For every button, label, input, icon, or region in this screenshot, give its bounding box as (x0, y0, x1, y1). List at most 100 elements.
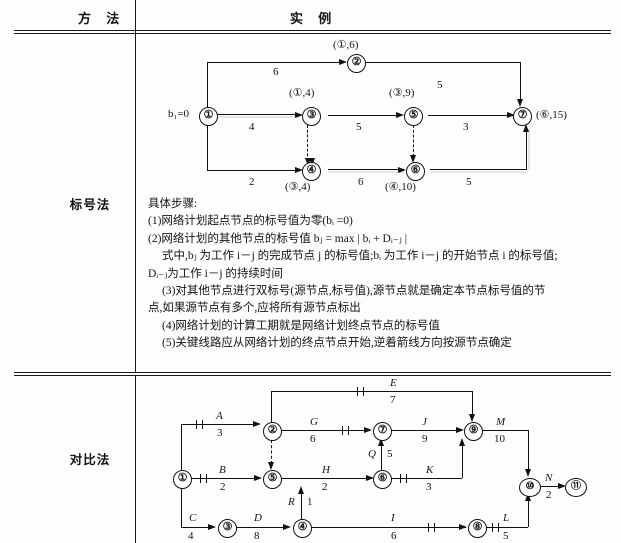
activity-L-arrowhead (524, 493, 531, 501)
arc-1-2-horizontal (207, 62, 343, 63)
dummy-arc-2-5-arrowhead (267, 462, 274, 470)
bottom-node-11[interactable]: ⑪ (565, 478, 587, 497)
activity-R-arrowhead (297, 486, 304, 494)
activity-K-arrowhead (458, 438, 465, 446)
step-2-note-b: Dᵢ₋ⱼ为工作 i－j 的持续时间 (148, 267, 283, 280)
header-col-method: 方 法 (78, 11, 126, 26)
activity-H-duration: 2 (322, 481, 328, 493)
activity-L-duration: 5 (503, 530, 509, 542)
arc-2-7-duration: 5 (437, 79, 443, 91)
top-node-6[interactable]: ⑥ (406, 162, 425, 181)
activity-E-name: E (390, 377, 397, 389)
activity-Q-arrowhead (377, 438, 384, 446)
activity-J-line (390, 430, 462, 431)
arc-6-7-vertical (526, 128, 527, 170)
arc-2-7-vertical (520, 62, 521, 102)
arc-1-3-duration: 4 (249, 121, 255, 133)
steps-block: 具体步骤: (1)网络计划起点节点的标号值为零(bᵢ =0) (2)网络计划的其… (148, 196, 558, 353)
activity-R-duration: 1 (307, 496, 313, 508)
activity-A-arrowhead (253, 420, 261, 427)
arc-3-5-duration: 5 (356, 121, 362, 133)
activity-E-line (271, 391, 472, 392)
activity-C-duration: 4 (188, 530, 194, 542)
activity-I-duration: 6 (391, 530, 397, 542)
step-2-note-a: 式中,bⱼ 为工作 i－j 的完成节点 j 的标号值;bᵢ 为工作 i－j 的开… (162, 250, 558, 263)
top-node-2[interactable]: ② (347, 54, 366, 73)
step-3: (3)对其他节点进行双标号(源节点,标号值),源节点就是确定本节点标号值的节 (162, 285, 546, 298)
activity-G-line (280, 430, 370, 431)
activity-B-tick (200, 473, 207, 483)
activity-D-duration: 8 (254, 530, 260, 542)
arc-1-2-vertical (207, 62, 208, 108)
node-mark-2: (①,6) (333, 39, 359, 51)
activity-N-duration: 2 (546, 489, 552, 501)
row-divider (14, 372, 611, 373)
activity-L-tick (492, 522, 499, 532)
top-node-5[interactable]: ⑤ (404, 107, 423, 126)
arc-1-4-horizontal (207, 170, 299, 171)
bottom-node-7[interactable]: ⑦ (373, 422, 392, 441)
activity-E-tick (357, 386, 364, 396)
arc-3-5-line (328, 115, 402, 116)
activity-G-duration: 6 (310, 433, 316, 445)
bottom-node-5[interactable]: ⑤ (263, 470, 282, 489)
step-3-cont: 点,如果源节点有多个,应将所有源节点标出 (148, 302, 361, 315)
bottom-node-6[interactable]: ⑥ (373, 470, 392, 489)
step-2: (2)网络计划的其他节点的标号值 bⱼ = max | bᵢ + Dᵢ₋ⱼ | (148, 232, 407, 245)
dummy-arc-3-4 (307, 125, 308, 161)
header-divider (14, 30, 611, 31)
node-mark-3: (①,4) (289, 87, 315, 99)
activity-A-vertical (181, 424, 182, 472)
activity-Q-name: Q (368, 448, 376, 460)
activity-I-name: I (391, 512, 395, 524)
activity-G-arrowhead (364, 426, 372, 433)
top-node-1[interactable]: ① (199, 107, 218, 126)
activity-H-line (280, 478, 372, 479)
activity-N-line (538, 486, 564, 487)
arc-1-2-arrowhead (339, 58, 347, 65)
activity-J-name: J (422, 416, 427, 428)
activity-C-line (181, 527, 213, 528)
top-node-7[interactable]: ⑦ (513, 107, 532, 126)
activity-E-vertical-start (271, 391, 272, 423)
activity-E-duration: 7 (390, 394, 396, 406)
arc-6-7-arrowhead (523, 124, 529, 132)
activity-M-arrowhead (524, 469, 531, 477)
bottom-node-1[interactable]: ① (173, 470, 192, 489)
activity-B-duration: 2 (220, 481, 226, 493)
activity-A-duration: 3 (217, 427, 223, 439)
bottom-node-8[interactable]: ⑧ (468, 519, 487, 538)
arc-6-7-duration: 5 (466, 176, 472, 188)
activity-E-arrowhead (468, 414, 475, 422)
activity-C-vertical (181, 484, 182, 527)
arc-5-7-arrowhead (507, 111, 515, 118)
activity-B-line (190, 478, 260, 479)
arc-1-4-vertical (207, 122, 208, 170)
bottom-node-3[interactable]: ③ (218, 519, 237, 538)
activity-A-tick (196, 419, 203, 429)
top-node-3[interactable]: ③ (302, 107, 321, 126)
bottom-node-2[interactable]: ② (263, 422, 282, 441)
dummy-arc-5-6 (413, 125, 414, 157)
arc-2-7-arrowhead (516, 99, 523, 107)
row-label-comparison-method: 对比法 (69, 453, 111, 467)
header-col-example: 实 例 (290, 11, 338, 26)
top-node-4[interactable]: ④ (302, 162, 321, 181)
activity-M-name: M (496, 416, 506, 428)
activity-M-duration: 10 (494, 433, 505, 445)
activity-D-line (235, 527, 287, 528)
activity-A-line (181, 424, 259, 425)
activity-Q-line (381, 442, 382, 470)
activity-A-name: A (216, 410, 223, 422)
arc-5-7-line (428, 115, 516, 116)
activity-J-arrowhead (456, 426, 464, 433)
arc-5-7-duration: 3 (463, 121, 469, 133)
bottom-node-4[interactable]: ④ (293, 519, 312, 538)
activity-L-line (485, 527, 528, 528)
bottom-node-10[interactable]: ⑩ (519, 478, 541, 497)
column-divider-bottom (135, 375, 136, 543)
dummy-arc-2-5 (271, 440, 272, 464)
header-divider-2 (14, 32, 611, 34)
bottom-node-9[interactable]: ⑨ (464, 422, 483, 441)
